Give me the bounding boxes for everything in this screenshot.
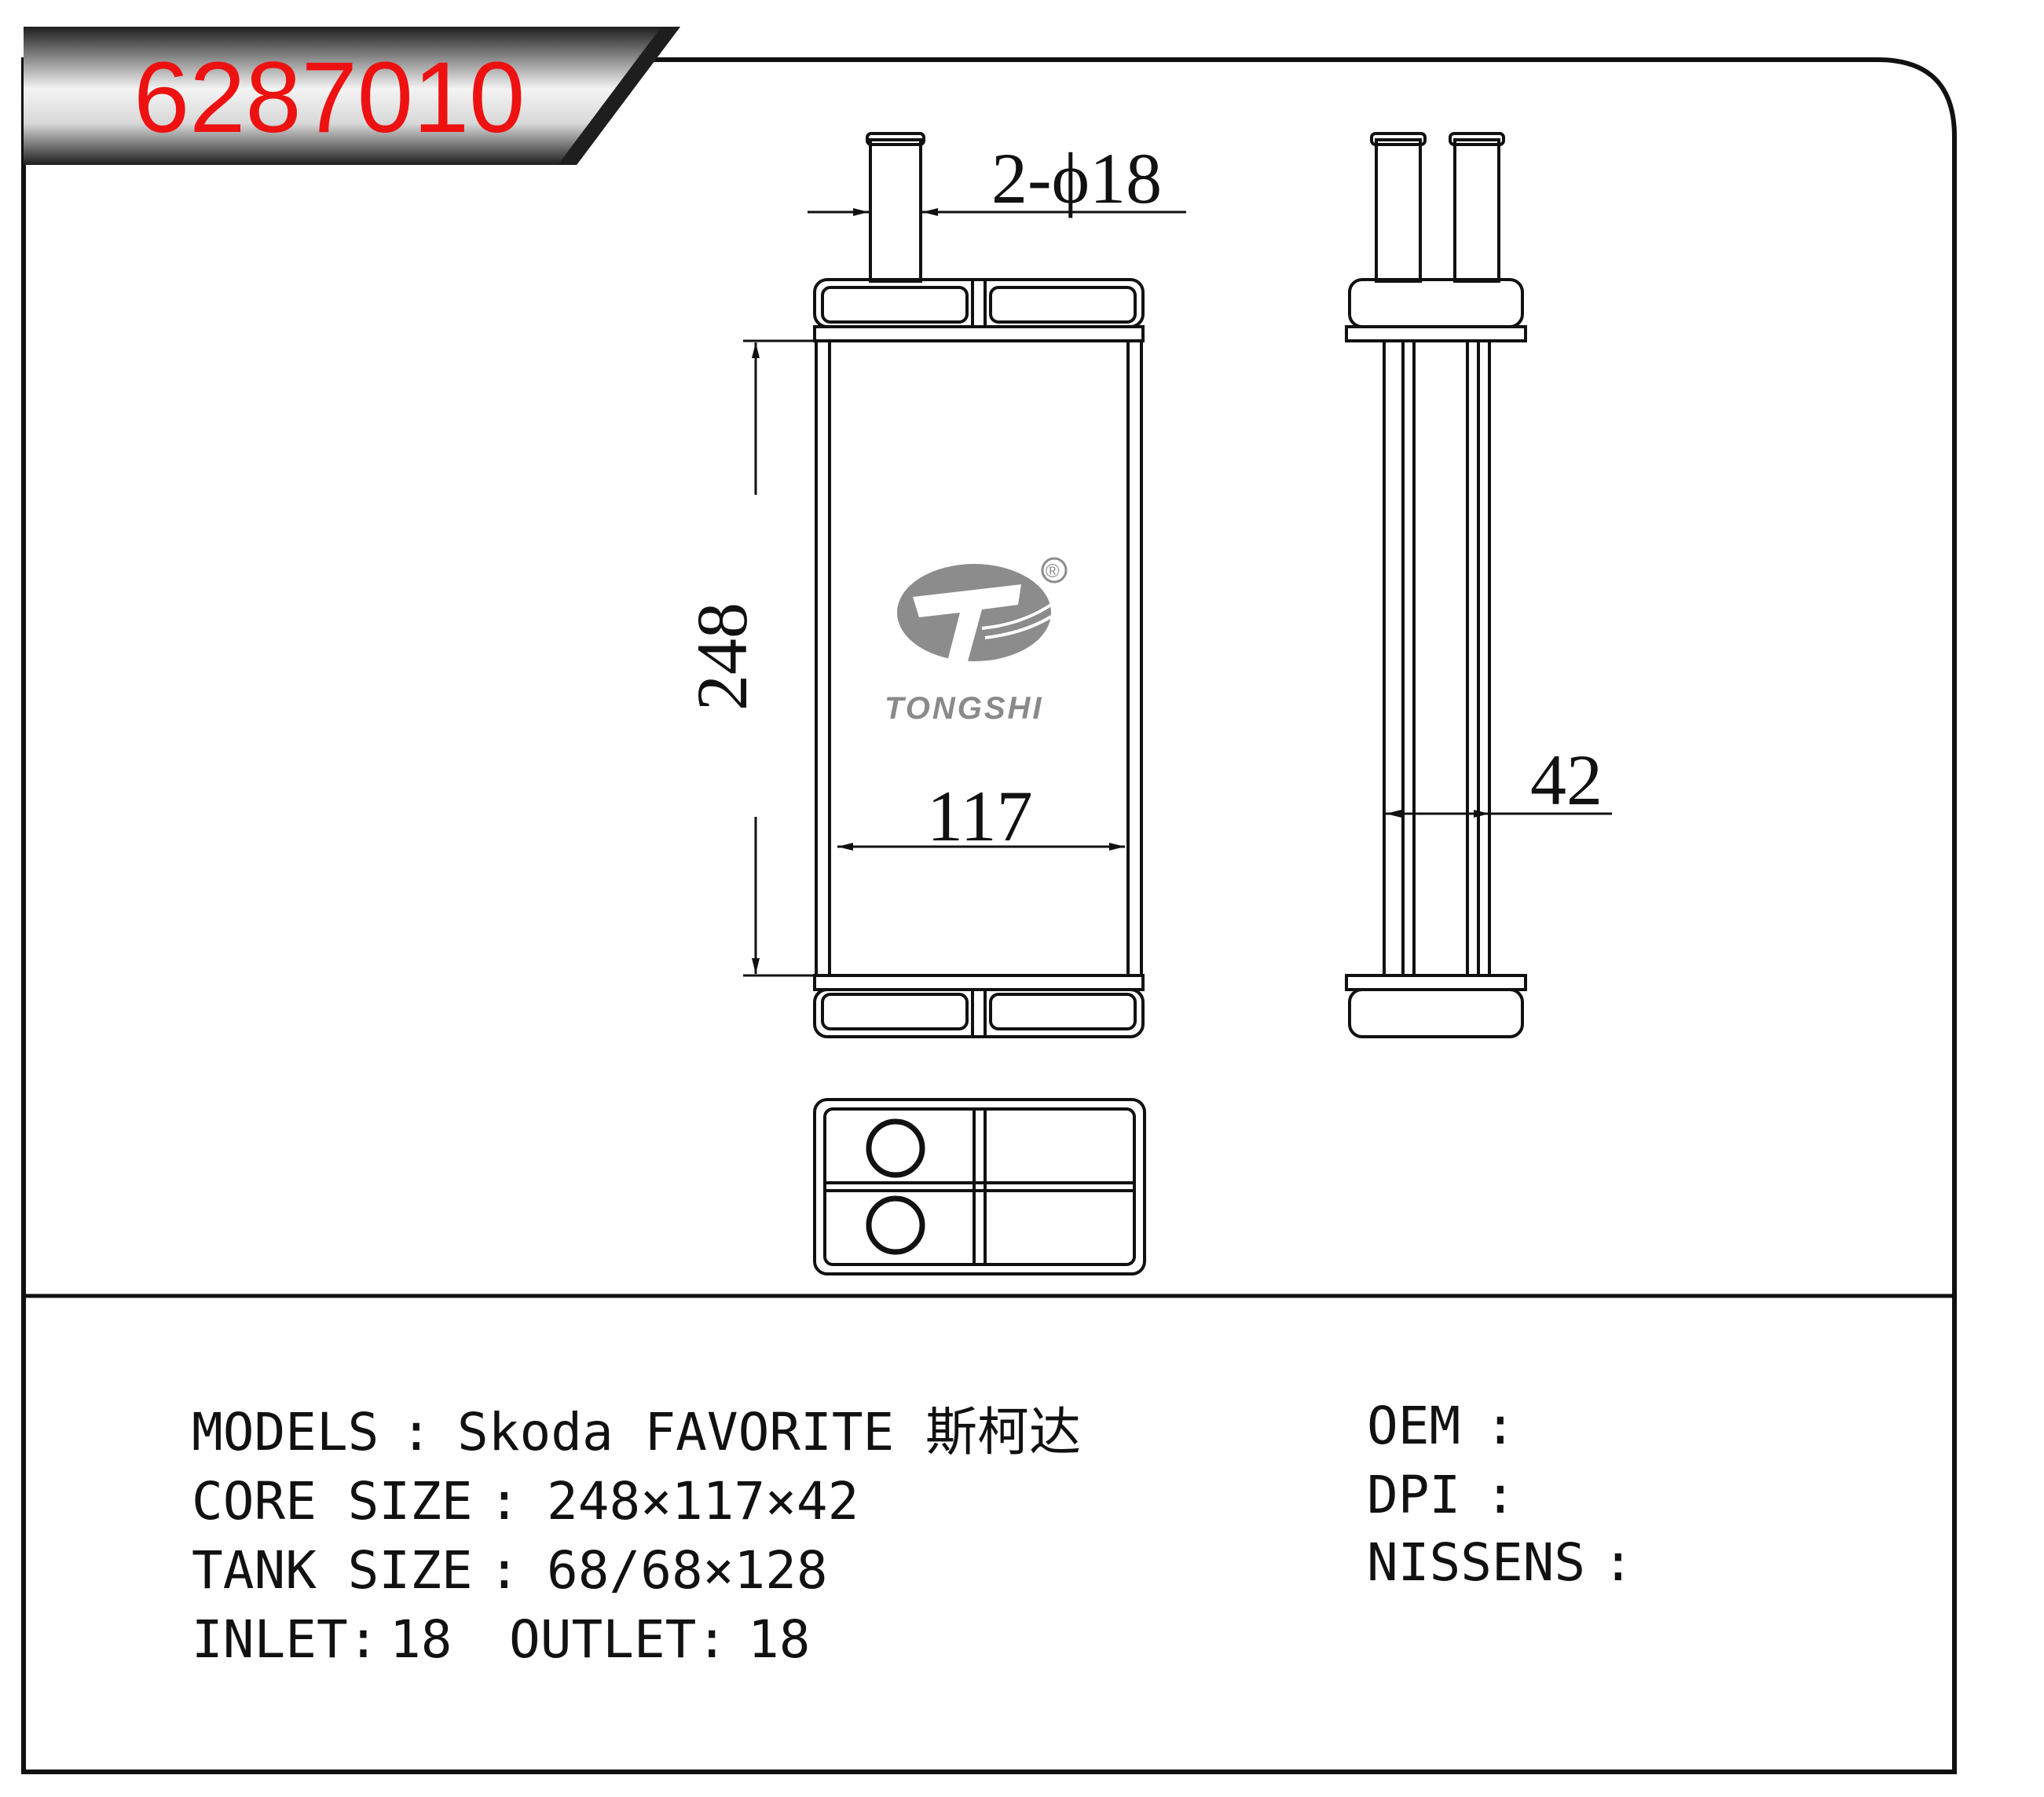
inlet-value: 18 (390, 1609, 452, 1670)
width-label: 117 (927, 776, 1033, 856)
brand-name: TONGSHI (885, 691, 1044, 726)
depth-dimension: 42 (1386, 740, 1612, 820)
oem-sep: : (1485, 1396, 1516, 1456)
models-sep: : (401, 1402, 432, 1462)
front-view (813, 132, 1145, 1038)
core-size-label: CORE SIZE (192, 1471, 473, 1532)
top-view (813, 1098, 1146, 1275)
depth-label: 42 (1530, 740, 1603, 820)
dpi-label: DPI (1367, 1465, 1460, 1525)
sheet-border (21, 57, 1957, 1774)
brand-logo: ® TONGSHI (885, 557, 1068, 726)
models-value: Skoda FAVORITE 斯柯达 (457, 1402, 1081, 1462)
oem-label: OEM (1367, 1396, 1460, 1456)
width-dimension: 117 (837, 776, 1125, 856)
pipe-spec-label: 2-ϕ18 (991, 138, 1162, 218)
height-label: 248 (682, 602, 762, 711)
outlet-label: OUTLET: (509, 1609, 727, 1670)
part-number: 6287010 (134, 42, 525, 154)
tank-size-value: 68/68×128 (547, 1540, 828, 1601)
side-view (1345, 132, 1527, 1038)
models-label: MODELS (192, 1402, 379, 1462)
outlet-value: 18 (748, 1609, 810, 1670)
height-dimension: 248 (682, 339, 814, 977)
inlet-label: INLET: (192, 1609, 379, 1670)
title-banner: 6287010 (24, 27, 680, 165)
pipe-dimension: 2-ϕ18 (808, 138, 1186, 218)
spec-table: MODELS : Skoda FAVORITE 斯柯达 CORE SIZE : … (192, 1396, 1634, 1670)
nissens-sep: : (1603, 1532, 1634, 1593)
dpi-sep: : (1485, 1465, 1516, 1525)
tank-size-sep: : (489, 1540, 520, 1601)
core-size-value: 248×117×42 (547, 1471, 859, 1532)
registered-mark: ® (1046, 561, 1060, 582)
nissens-label: NISSENS (1367, 1532, 1585, 1593)
tank-size-label: TANK SIZE (192, 1540, 473, 1601)
core-size-sep: : (489, 1471, 520, 1532)
